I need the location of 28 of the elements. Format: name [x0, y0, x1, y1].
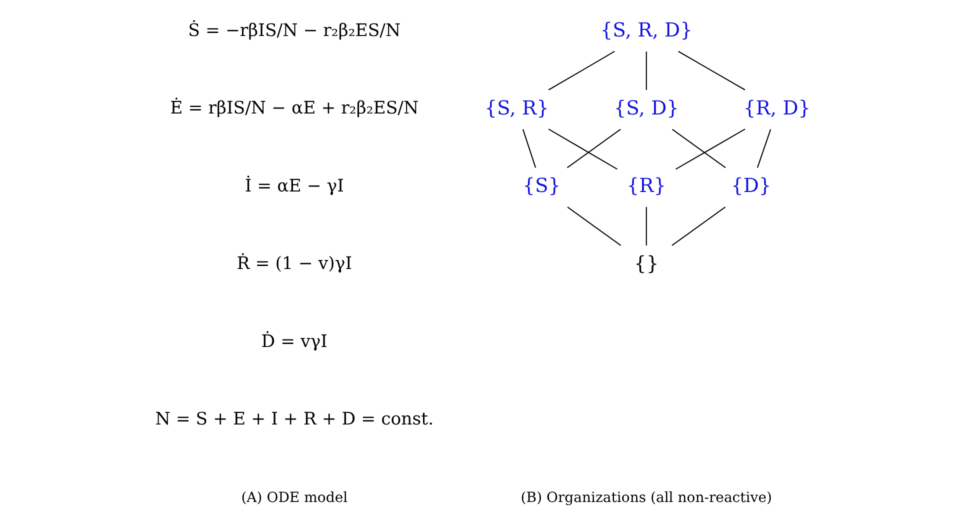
- label: N = S + E + I + R + D = const.: [155, 410, 434, 430]
- node-text: {S, R}: [484, 96, 549, 120]
- label: (A) ODE model: [241, 490, 348, 506]
- label: Ṙ = (1 − v)γI: [236, 254, 352, 274]
- label: Ḋ = vγI: [261, 332, 328, 352]
- connector: [756, 129, 772, 168]
- node-text: {S}: [522, 174, 561, 198]
- label: Ė = rβIS/N − αE + r₂β₂ES/N: [170, 98, 419, 119]
- connector: [522, 129, 536, 168]
- label: İ = αE − γI: [244, 176, 344, 196]
- connector: [567, 206, 622, 246]
- connector: [676, 128, 746, 170]
- connector: [566, 128, 621, 168]
- connector: [672, 128, 726, 168]
- connector: [646, 52, 647, 90]
- connector: [672, 206, 726, 246]
- node-text: {}: [634, 252, 659, 275]
- connector: [548, 50, 615, 90]
- node-text: {S, D}: [614, 96, 680, 120]
- label: Ṡ = −rβIS/N − r₂β₂ES/N: [188, 20, 401, 41]
- node-text: {S, R, D}: [600, 18, 692, 42]
- connector: [646, 207, 647, 246]
- connector: [678, 50, 746, 90]
- node-text: {D}: [730, 174, 772, 198]
- connector: [548, 128, 618, 170]
- node-text: {R, D}: [743, 96, 811, 120]
- label: (B) Organizations (all non-reactive): [520, 490, 772, 506]
- node-text: {R}: [626, 174, 666, 198]
